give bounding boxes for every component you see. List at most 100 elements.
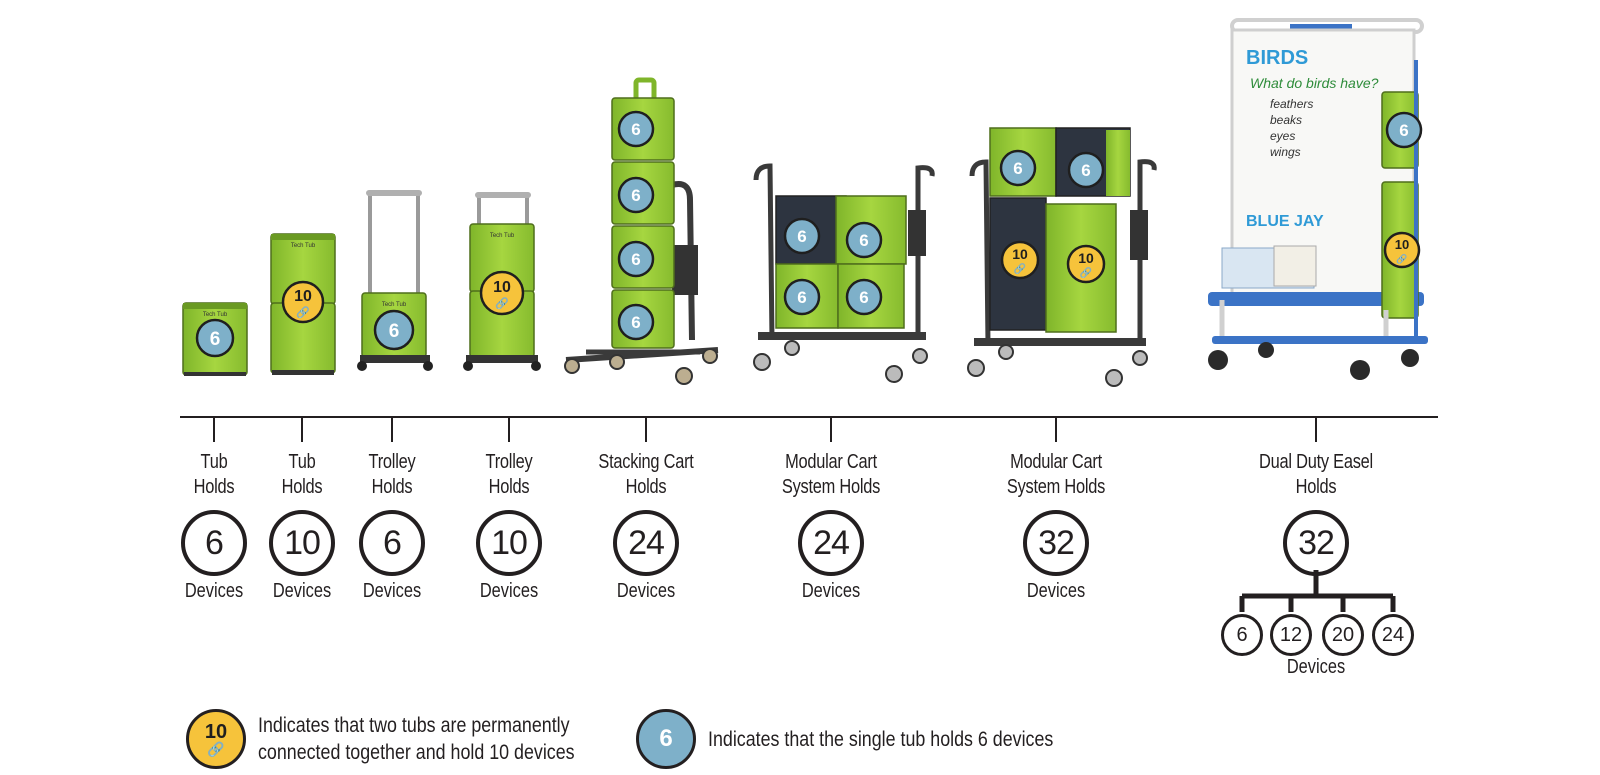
devices-label: Devices [801, 580, 861, 602]
tub-10-illustration: Tech Tub 10 🔗 [270, 233, 336, 375]
linked-badge: 10 🔗 [186, 709, 246, 769]
whiteboard-footer: BLUE JAY [1246, 213, 1324, 230]
dual-duty-easel-illustration: BIRDS What do birds have? feathers beaks… [1208, 18, 1428, 380]
svg-text:6: 6 [631, 186, 640, 205]
svg-text:6: 6 [1013, 159, 1022, 178]
product-name: Tub [288, 451, 316, 473]
svg-text:6: 6 [797, 227, 806, 246]
timeline-tick [213, 416, 215, 442]
legend-linked-line2: connected together and hold 10 devices [258, 741, 575, 764]
capacity-circle: 10 [269, 510, 335, 576]
chain-link-icon: 🔗 [207, 741, 225, 757]
chain-link-icon: 🔗 [296, 305, 310, 319]
easel-option-circle: 12 [1270, 614, 1312, 656]
svg-text:6: 6 [1399, 121, 1408, 140]
stacking-cart-illustration: 6 6 6 6 [564, 77, 719, 385]
capacity-circle: 6 [359, 510, 425, 576]
easel-option-circle: 24 [1372, 614, 1414, 656]
capacity-circle: 32 [1283, 510, 1349, 576]
product-holds: Holds [625, 476, 667, 498]
devices-label: Devices [1026, 580, 1086, 602]
product-holds: Holds [1295, 476, 1337, 498]
badge-value: 6 [210, 329, 221, 350]
product-holds: Holds [488, 476, 530, 498]
chain-link-icon: 🔗 [495, 296, 509, 310]
product-holds: Holds [193, 476, 235, 498]
timeline-axis [180, 416, 1438, 418]
svg-text:6: 6 [859, 288, 868, 307]
single-badge: 6 [636, 709, 696, 769]
legend-single: 6 Indicates that the single tub holds 6 … [636, 709, 1114, 769]
timeline-tick [1315, 416, 1317, 442]
svg-text:6: 6 [797, 288, 806, 307]
product-name: Modular Cart [785, 451, 877, 473]
easel-devices-label: Devices [1286, 656, 1346, 678]
timeline-tick [391, 416, 393, 442]
legend-linked: 10 🔗 Indicates that two tubs are permane… [186, 709, 630, 769]
product-name: Modular Cart [1010, 451, 1102, 473]
devices-label: Devices [362, 580, 422, 602]
devices-label: Devices [479, 580, 539, 602]
svg-text:10: 10 [1395, 237, 1409, 252]
product-illustrations: Tech Tub 6 Tech Tub 10 🔗 Tech Tub 6 [182, 18, 1428, 387]
product-name: Tub [200, 451, 228, 473]
product-name: Trolley [485, 451, 533, 473]
product-holds: System Holds [1006, 476, 1106, 498]
linked-badge-value: 10 [204, 721, 228, 743]
single-badge-value: 6 [659, 725, 673, 752]
timeline-tick [830, 416, 832, 442]
whiteboard-item: feathers [1270, 97, 1313, 111]
capacity-circle: 6 [181, 510, 247, 576]
tub-label: Tech Tub [203, 312, 228, 318]
product-holds: System Holds [781, 476, 881, 498]
capacity-circle: 10 [476, 510, 542, 576]
easel-option-circle: 20 [1322, 614, 1364, 656]
whiteboard-item: wings [1270, 145, 1301, 159]
timeline-tick [1055, 416, 1057, 442]
chain-link-icon: 🔗 [1396, 253, 1407, 265]
tub-label: Tech Tub [490, 233, 515, 239]
capacity-circle: 24 [613, 510, 679, 576]
tub-label: Tech Tub [382, 302, 407, 308]
product-name: Trolley [368, 451, 416, 473]
svg-text:6: 6 [631, 313, 640, 332]
capacity-circle: 32 [1023, 510, 1089, 576]
whiteboard-item: beaks [1270, 113, 1302, 127]
timeline-tick [301, 416, 303, 442]
svg-text:10: 10 [1012, 246, 1028, 262]
timeline-tick [508, 416, 510, 442]
devices-label: Devices [184, 580, 244, 602]
easel-option-circle: 6 [1221, 614, 1263, 656]
whiteboard-title: BIRDS [1246, 47, 1308, 69]
svg-text:10: 10 [1078, 250, 1094, 266]
badge-value: 10 [294, 288, 312, 305]
trolley-6-illustration: Tech Tub 6 [357, 190, 433, 371]
svg-text:6: 6 [631, 120, 640, 139]
chain-link-icon: 🔗 [1014, 262, 1027, 275]
svg-text:6: 6 [859, 231, 868, 250]
svg-text:6: 6 [1081, 161, 1090, 180]
modular-cart-32-illustration: 6 6 10 🔗 10 🔗 [967, 127, 1157, 387]
legend-linked-line1: Indicates that two tubs are permanently [258, 714, 570, 737]
product-name: Stacking Cart [598, 451, 694, 473]
capacity-circle: 24 [798, 510, 864, 576]
timeline-tick [645, 416, 647, 442]
product-name: Dual Duty Easel [1259, 451, 1373, 473]
trolley-10-illustration: Tech Tub 10 🔗 [463, 192, 541, 371]
product-holds: Holds [281, 476, 323, 498]
modular-cart-24-illustration: 6 6 6 6 [753, 163, 935, 383]
whiteboard-item: eyes [1270, 129, 1295, 143]
devices-label: Devices [272, 580, 332, 602]
legend-single-line1: Indicates that the single tub holds 6 de… [708, 727, 1054, 751]
tub-6-illustration: Tech Tub 6 [182, 302, 248, 376]
